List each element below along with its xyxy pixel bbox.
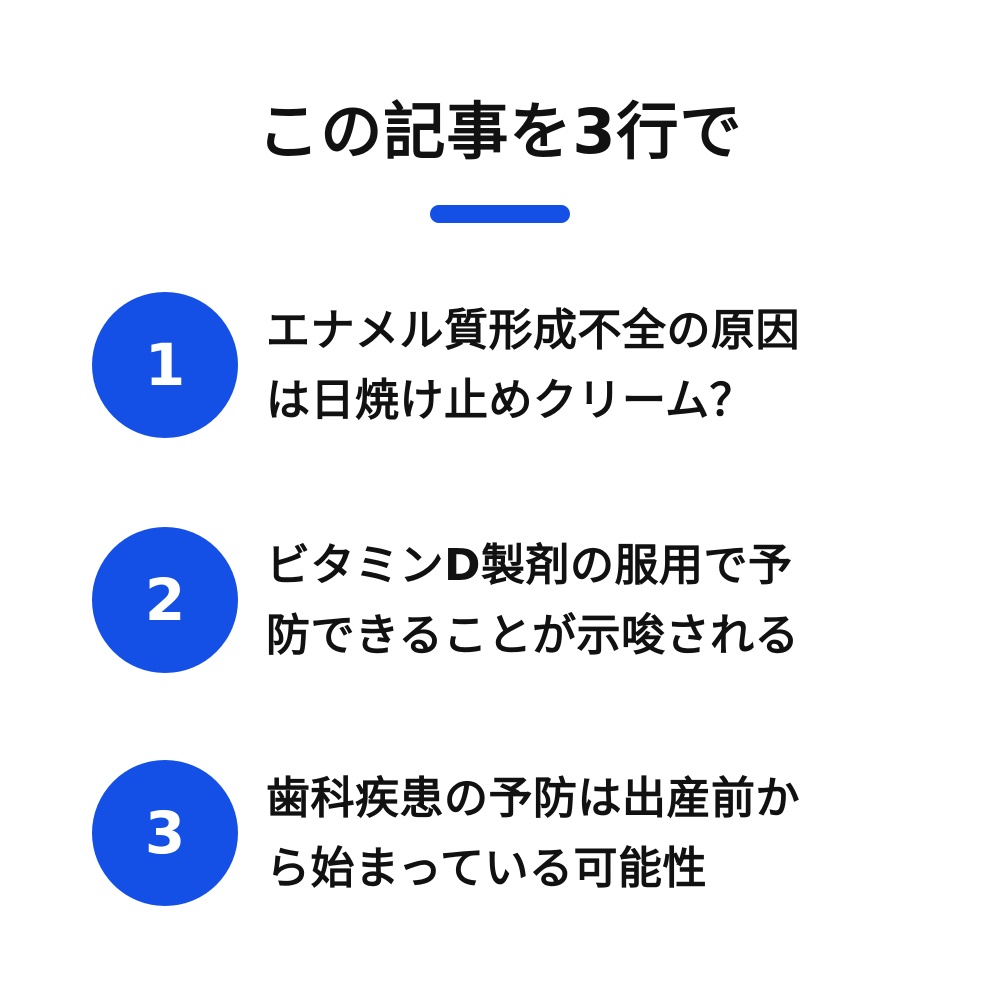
- summary-text-2: ビタミンD製剤の服用で予 防できることが示唆される: [266, 531, 926, 671]
- title-underline: [430, 205, 570, 223]
- page-title: この記事を3行で: [257, 95, 743, 168]
- number-label-3: 3: [144, 799, 186, 867]
- number-badge-1: 1: [92, 292, 238, 438]
- summary-item-1: 1 エナメル質形成不全の原因 は日焼け止めクリーム？: [0, 292, 1000, 442]
- summary-line: ら始まっている可能性: [266, 843, 708, 894]
- summary-text-1: エナメル質形成不全の原因 は日焼け止めクリーム？: [266, 296, 926, 436]
- summary-line: 防できることが示唆される: [266, 610, 800, 661]
- number-badge-3: 3: [92, 760, 238, 906]
- summary-line: ビタミンD製剤の服用で予: [266, 540, 793, 591]
- summary-text-3: 歯科疾患の予防は出産前か ら始まっている可能性: [266, 764, 926, 904]
- number-label-1: 1: [144, 331, 186, 399]
- number-label-2: 2: [144, 566, 186, 634]
- summary-item-2: 2 ビタミンD製剤の服用で予 防できることが示唆される: [0, 527, 1000, 677]
- summary-line: 歯科疾患の予防は出産前か: [266, 773, 800, 824]
- summary-line: エナメル質形成不全の原因: [266, 305, 800, 356]
- summary-line: は日焼け止めクリーム？: [266, 375, 755, 426]
- number-badge-2: 2: [92, 527, 238, 673]
- summary-item-3: 3 歯科疾患の予防は出産前か ら始まっている可能性: [0, 760, 1000, 910]
